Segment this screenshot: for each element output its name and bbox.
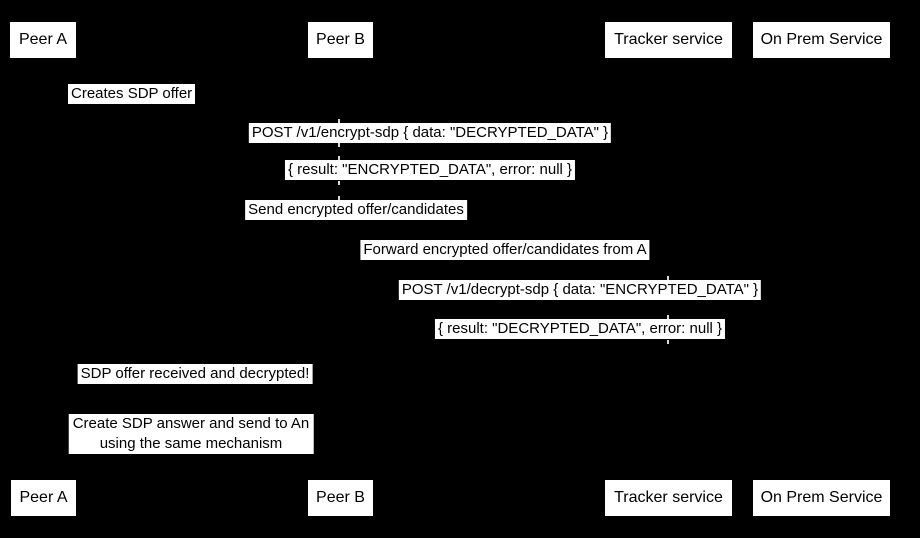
actor-peer-a-bottom: Peer A: [11, 480, 76, 516]
message-forward-encrypted-offer: Forward encrypted offer/candidates from …: [360, 240, 650, 260]
message-encrypt-result: { result: "ENCRYPTED_DATA", error: null …: [284, 160, 576, 180]
message-post-decrypt-sdp: POST /v1/decrypt-sdp { data: "ENCRYPTED_…: [398, 280, 762, 300]
actor-peer-b-bottom: Peer B: [308, 480, 373, 516]
message-creates-sdp-offer: Creates SDP offer: [68, 84, 196, 104]
lifeline-tick: [338, 181, 340, 185]
actor-on-prem-service-bottom: On Prem Service: [753, 480, 890, 516]
actor-on-prem-service-top: On Prem Service: [753, 22, 890, 58]
lifeline-tick: [667, 276, 669, 280]
lifeline-tick: [667, 315, 669, 319]
actor-peer-a-top: Peer A: [10, 22, 76, 58]
actor-tracker-service-bottom: Tracker service: [605, 480, 732, 516]
message-send-encrypted-offer: Send encrypted offer/candidates: [245, 200, 467, 220]
message-decrypt-result: { result: "DECRYPTED_DATA", error: null …: [434, 319, 726, 339]
message-offer-received: SDP offer received and decrypted!: [77, 364, 313, 384]
lifeline-tick: [667, 340, 669, 344]
lifeline-tick: [338, 196, 340, 200]
actor-tracker-service-top: Tracker service: [605, 22, 732, 58]
lifeline-tick: [338, 143, 340, 147]
note-create-sdp-answer: Create SDP answer and send to An using t…: [68, 414, 314, 454]
lifeline-tick: [338, 119, 340, 123]
message-post-encrypt-sdp: POST /v1/encrypt-sdp { data: "DECRYPTED_…: [248, 123, 612, 143]
lifeline-tick: [338, 156, 340, 160]
actor-peer-b-top: Peer B: [308, 22, 373, 58]
